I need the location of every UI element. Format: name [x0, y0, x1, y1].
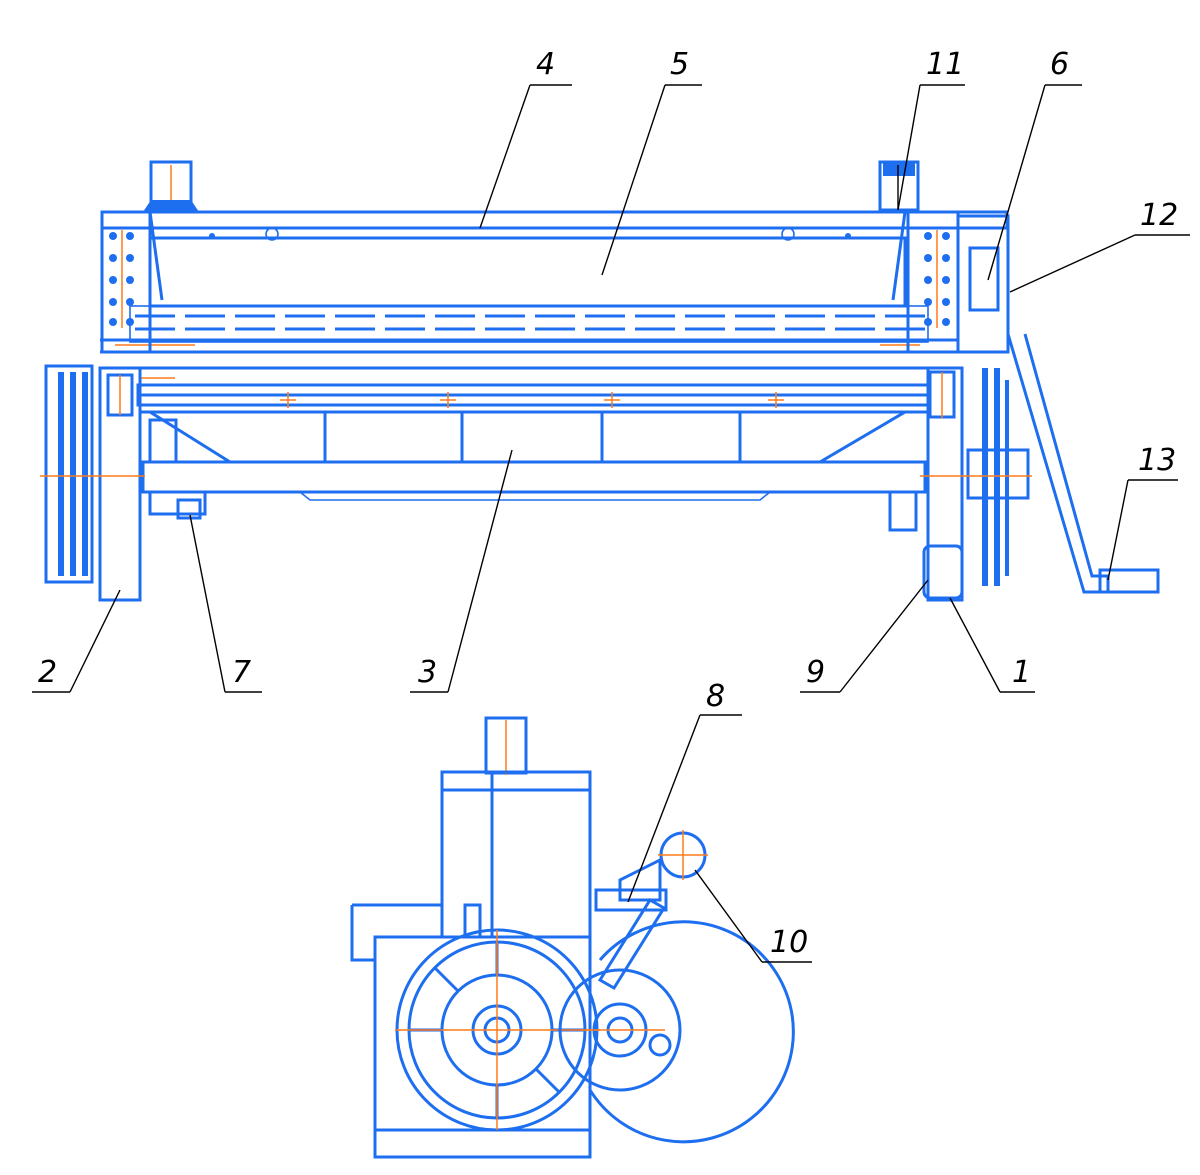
callout-1: 1 [1012, 655, 1031, 690]
callout-3: 3 [418, 655, 437, 690]
control-box [956, 214, 1010, 354]
side-view [350, 716, 795, 1159]
callout-13: 13 [1138, 443, 1176, 478]
right-gear [920, 368, 1032, 586]
foot-pedal [922, 544, 964, 600]
callout-7: 7 [232, 655, 251, 690]
cam-disk [558, 920, 795, 1144]
callout-9: 9 [806, 655, 825, 690]
callout-4: 4 [536, 47, 555, 82]
callout-6: 6 [1050, 47, 1069, 82]
right-leg [888, 366, 964, 602]
left-top-post [143, 160, 199, 214]
lever-arm [594, 857, 668, 991]
callout-11: 11 [926, 47, 964, 82]
left-upright [100, 210, 164, 354]
callout-12: 12 [1140, 198, 1178, 233]
lever-knob [658, 830, 708, 880]
callout-2: 2 [38, 655, 57, 690]
large-wheel [395, 928, 600, 1132]
lower-frame [100, 366, 958, 501]
callout-8: 8 [706, 679, 725, 714]
callout-labels: 1 2 3 4 5 6 7 8 9 10 11 12 13 [38, 47, 1178, 960]
leader-lines [32, 84, 1190, 963]
crank-handle [1006, 333, 1160, 594]
top-beam [100, 210, 1009, 241]
left-pulley [40, 364, 145, 584]
callout-5: 5 [670, 47, 689, 82]
blade-beam [100, 236, 958, 354]
left-bracket [148, 418, 207, 520]
left-leg [98, 366, 142, 602]
right-upright [891, 210, 960, 354]
callout-10: 10 [770, 925, 808, 960]
right-top-post [878, 160, 920, 212]
front-view [40, 160, 1160, 602]
